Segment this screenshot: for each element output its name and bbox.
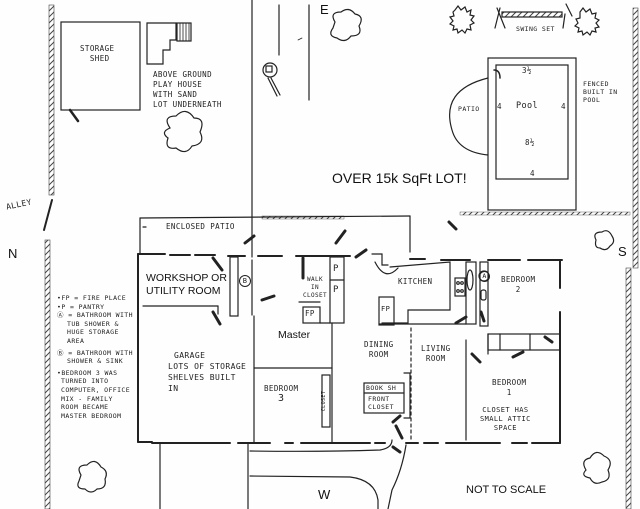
enclosed-patio-label: ENCLOSED PATIO: [166, 222, 235, 231]
scale-note: NOT TO SCALE: [466, 484, 547, 496]
fence-lines: [43, 4, 639, 509]
workshop-label: WORKSHOP OR UTILITY ROOM: [146, 272, 227, 297]
master-bedroom-label: Master: [278, 329, 311, 341]
pantry-2-label: P: [333, 285, 339, 295]
walkway-top: [249, 439, 393, 452]
compass-south-label: S: [618, 244, 627, 259]
swing-set-label: SWING SET: [516, 25, 555, 33]
legend-bath-b: Ⓑ = BATHROOM WITH: [57, 348, 133, 357]
legend-bath-a: Ⓐ = BATHROOM WITH: [57, 311, 133, 320]
master-fireplace-label: FP: [305, 309, 315, 318]
legend-pantry: •P = PANTRY: [57, 302, 105, 311]
compass-east-label: E: [320, 2, 329, 17]
bedroom-2-label: BEDROOM 2: [501, 275, 536, 294]
bedroom-1-closet-note: CLOSET HAS SMALL ATTIC SPACE: [480, 406, 531, 432]
pantry-1-label: P: [333, 264, 339, 274]
bath-a-marker: A: [479, 271, 490, 282]
garage-label: GARAGE LOTS OF STORAGE SHELVES BUILT IN: [168, 351, 247, 393]
legend-fireplace: •FP = FIRE PLACE: [57, 294, 127, 302]
closet-vertical-label: CLOSET: [321, 390, 328, 412]
book-shelf-label: BOOK SH: [366, 384, 397, 392]
kitchen-label: KITCHEN: [398, 277, 433, 286]
bath-b-marker: B: [239, 275, 251, 287]
pool-patio-arc: [449, 77, 489, 156]
dining-room-label: DINING ROOM: [364, 340, 394, 359]
living-room-label: LIVING ROOM: [421, 344, 451, 363]
compass-north-label: N: [8, 246, 18, 261]
pool-label: Pool: [516, 101, 539, 111]
storage-shed-label: STORAGE SHED: [80, 44, 115, 63]
pool-depth-center: 8½: [525, 138, 535, 147]
house-walls: [137, 0, 563, 454]
playhouse-outline: [146, 22, 177, 65]
legend-bedroom-3-note: •BEDROOM 3 WAS: [57, 368, 118, 377]
pool-depth-bottom: 4: [530, 169, 535, 178]
playhouse-label: ABOVE GROUND PLAY HOUSE WITH SAND LOT UN…: [153, 70, 222, 109]
bedroom-3-label: BEDROOM 3: [264, 384, 299, 404]
kitchen-fireplace-label: FP: [381, 305, 391, 313]
front-closet-label: FRONT CLOSET: [368, 395, 394, 411]
bedroom-1-label: BEDROOM 1: [492, 378, 527, 397]
pool-patio-label: PATIO: [458, 105, 480, 113]
pool-depth-top: 3½: [522, 66, 532, 75]
legend: •FP = FIRE PLACE •P = PANTRY Ⓐ = BATHROO…: [57, 294, 133, 420]
compass-west-label: W: [318, 487, 331, 502]
tree-icon: [163, 110, 203, 153]
storage-shed-outline: [60, 21, 141, 111]
lot-size-headline: OVER 15k SqFt LOT!: [332, 170, 467, 186]
walk-in-closet-label: WALK IN CLOSET: [303, 276, 328, 299]
pool-fence-outline: [487, 57, 577, 211]
pool-outline: [495, 64, 569, 180]
pool-depth-left: 4: [497, 102, 502, 111]
pool-fence-note: FENCED BUILT IN POOL: [583, 80, 618, 104]
pool-depth-right: 4: [561, 102, 566, 111]
